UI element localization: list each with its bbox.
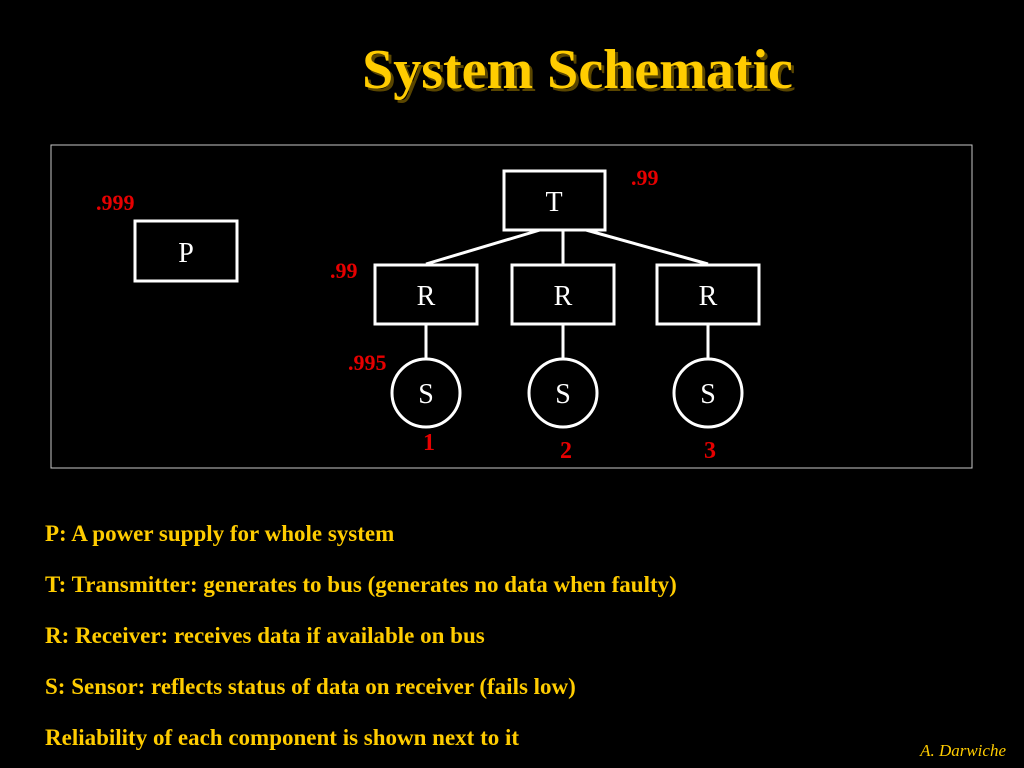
legend-list: P: A power supply for whole system T: Tr… bbox=[45, 508, 677, 763]
sensor-reliability: .995 bbox=[348, 350, 387, 375]
receiver-box bbox=[510, 263, 616, 326]
transmitter-reliability: .99 bbox=[631, 165, 659, 190]
receiver-box bbox=[373, 263, 479, 326]
sensor-index: 2 bbox=[560, 438, 572, 464]
receiver-node: R bbox=[510, 263, 616, 326]
sensor-node: S bbox=[672, 357, 744, 429]
receiver-node: R bbox=[373, 263, 479, 326]
author-credit: A. Darwiche bbox=[920, 741, 1006, 760]
sensor-circle bbox=[527, 357, 599, 429]
edge-transmitter-receiver-1 bbox=[425, 228, 541, 266]
legend-item: R: Receiver: receives data if available … bbox=[45, 623, 485, 648]
power-supply-node: P bbox=[133, 219, 239, 283]
power-supply-box bbox=[133, 219, 239, 283]
diagram-frame bbox=[50, 144, 973, 469]
receiver-node: R bbox=[655, 263, 761, 326]
sensor-index: 1 bbox=[423, 430, 435, 456]
transmitter-node: T bbox=[502, 169, 607, 232]
legend-item: Reliability of each component is shown n… bbox=[45, 725, 520, 750]
sensor-label: S bbox=[555, 379, 571, 410]
transmitter-label: T bbox=[545, 187, 562, 218]
transmitter-box bbox=[502, 169, 607, 232]
sensor-label: S bbox=[700, 379, 716, 410]
receiver-box bbox=[655, 263, 761, 326]
power-supply-label: P bbox=[178, 238, 194, 269]
edge-transmitter-receiver-3 bbox=[585, 228, 709, 266]
connections bbox=[424, 228, 710, 358]
receiver-label: R bbox=[417, 281, 436, 312]
power-supply-reliability: .999 bbox=[96, 190, 135, 215]
slide-title: System Schematic bbox=[362, 39, 793, 101]
legend-item: T: Transmitter: generates to bus (genera… bbox=[45, 572, 677, 597]
sensor-circle bbox=[390, 357, 462, 429]
sensor-node: S bbox=[527, 357, 599, 429]
sensor-circle bbox=[672, 357, 744, 429]
sensor-label: S bbox=[418, 379, 434, 410]
receiver-label: R bbox=[554, 281, 573, 312]
sensor-index: 3 bbox=[704, 438, 716, 464]
legend-item: P: A power supply for whole system bbox=[45, 521, 395, 546]
receiver-label: R bbox=[699, 281, 718, 312]
receiver-reliability: .99 bbox=[330, 258, 358, 283]
sensor-node: S bbox=[390, 357, 462, 429]
legend-item: S: Sensor: reflects status of data on re… bbox=[45, 674, 576, 699]
